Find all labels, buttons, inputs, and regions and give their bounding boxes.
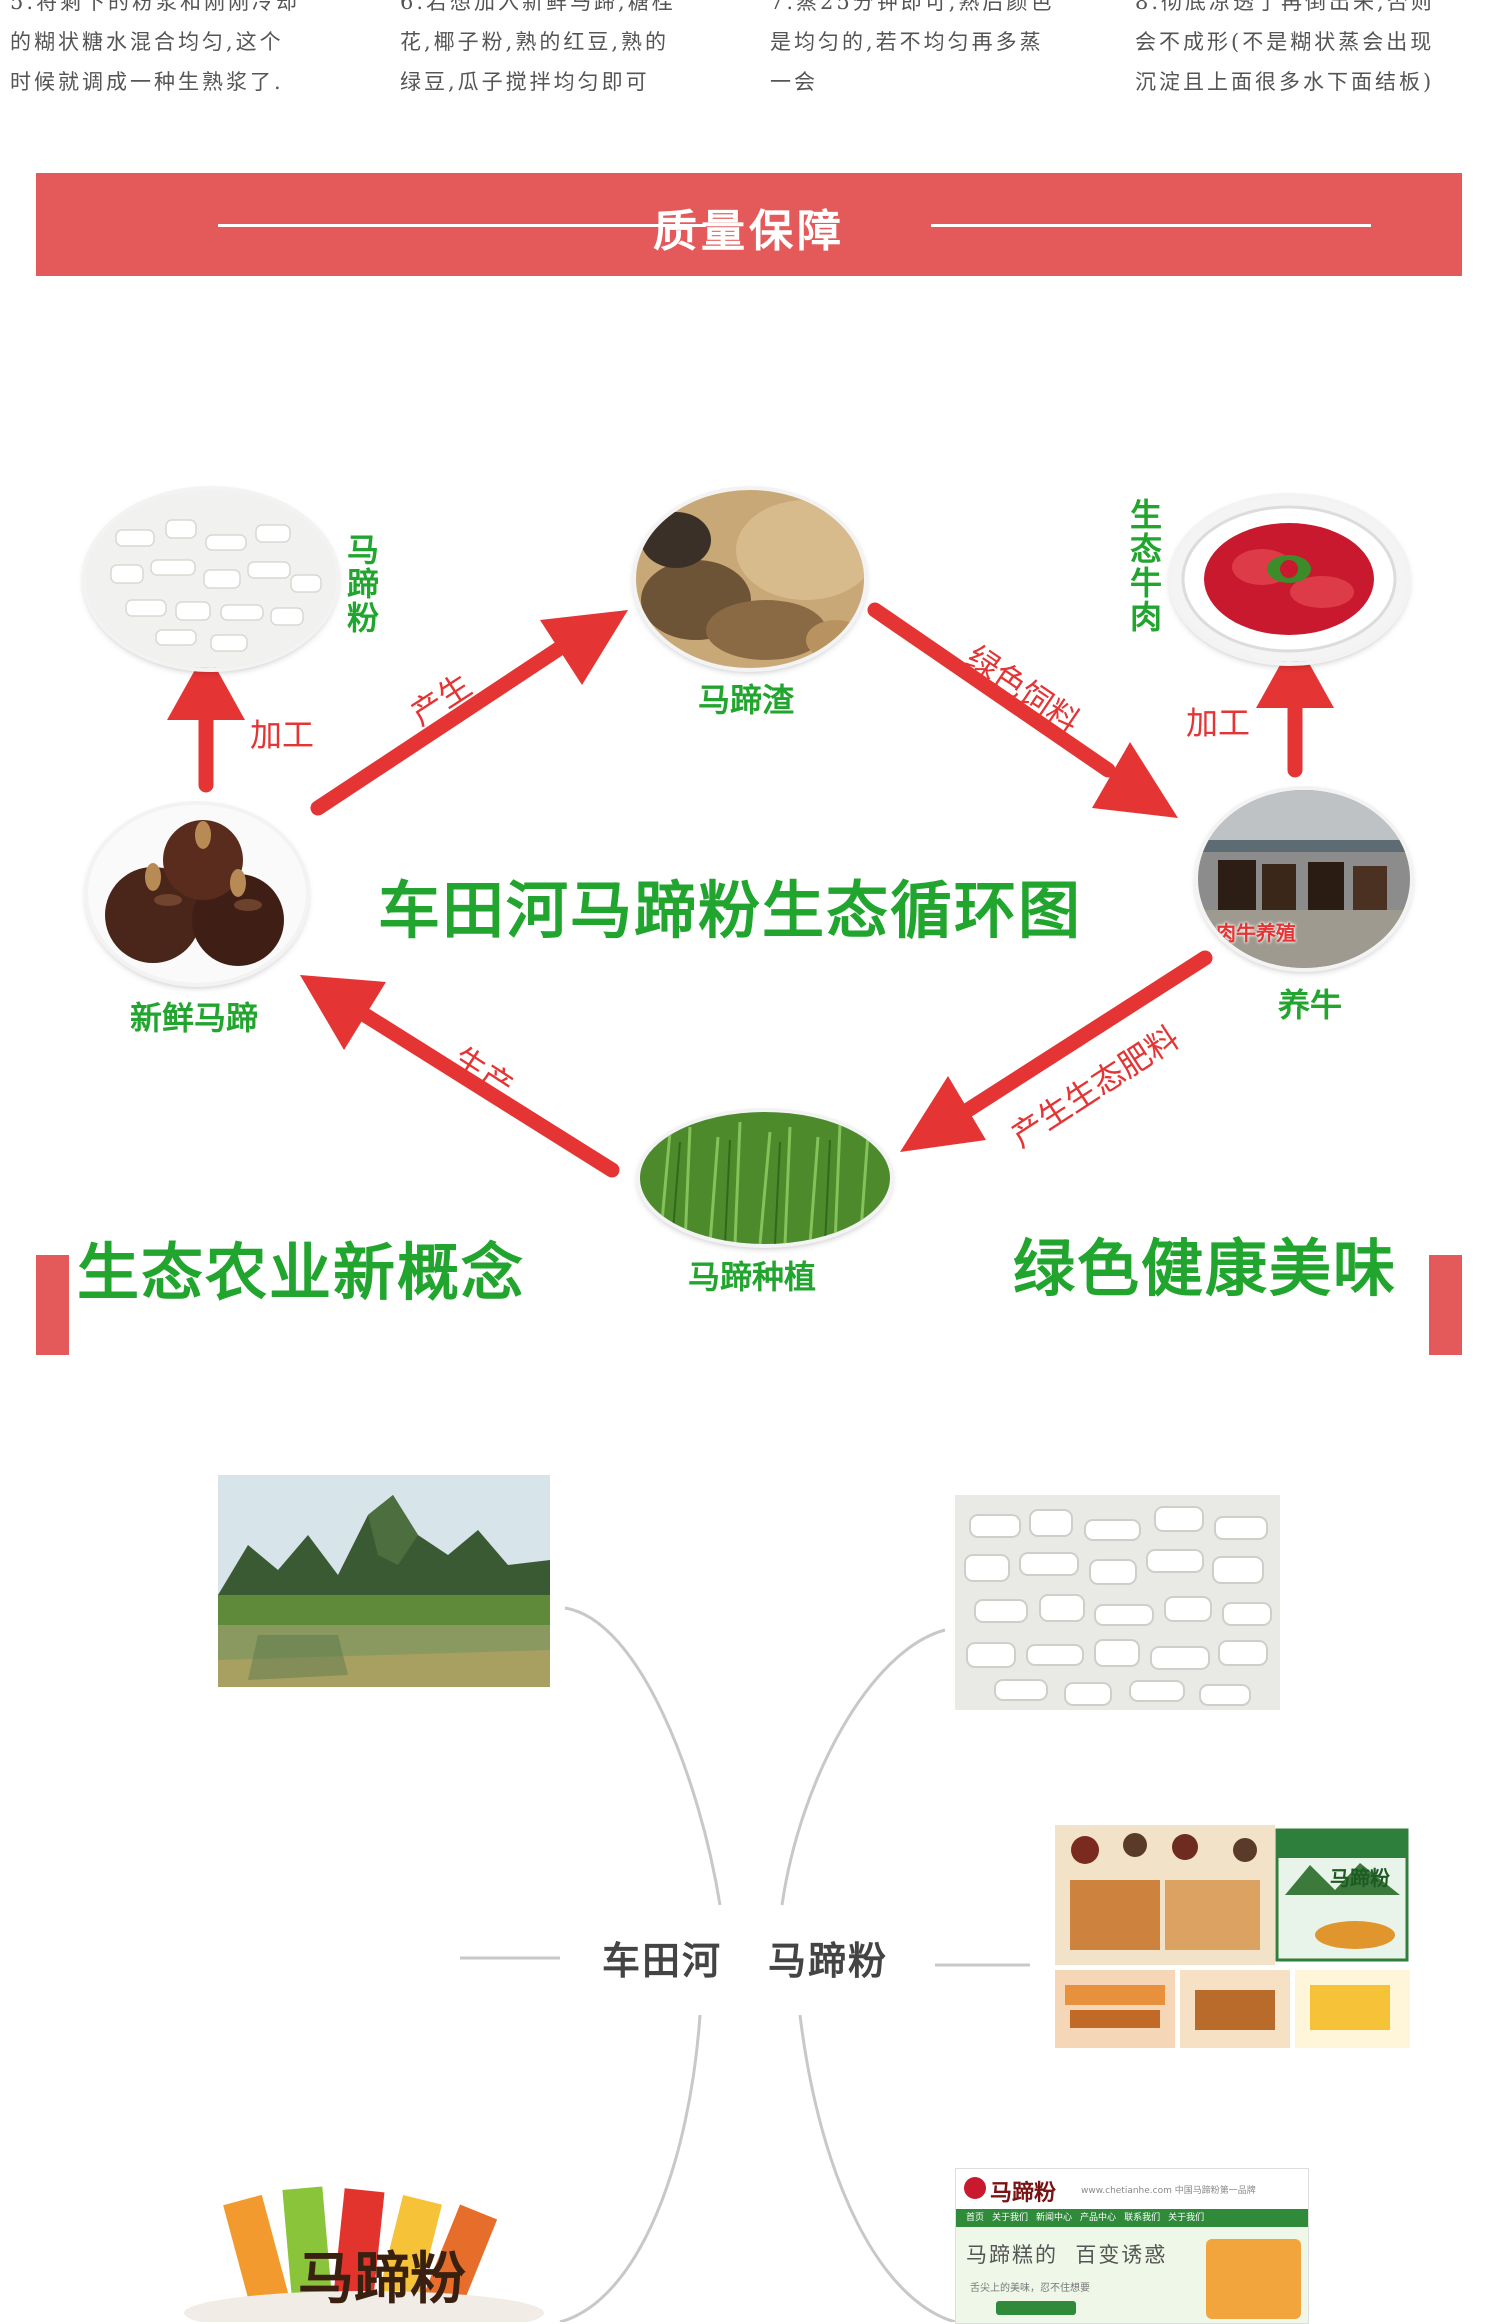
web-tagline: 舌尖上的美味，忍不住想要 <box>970 2283 1090 2294</box>
quality-banner: 质量保障 <box>36 173 1462 276</box>
arrow-label-cattle-to-beef: 加工 <box>1186 704 1251 742</box>
web-url-text: www.chetianhe.com 中国马蹄粉第一品牌 <box>1081 2186 1256 2196</box>
fresh-water-chestnut-photo <box>88 805 306 983</box>
product-collage-photo: 马蹄粉 <box>1055 1825 1410 2050</box>
web-nav-item[interactable]: 新闻中心 <box>1036 2213 1073 2223</box>
powder-photo <box>86 490 336 668</box>
web-cta-button[interactable] <box>996 2301 1076 2315</box>
mindmap-center-left: 车田河 <box>602 1939 723 1983</box>
web-nav-item[interactable]: 关于我们 <box>992 2213 1029 2223</box>
label-fresh: 新鲜马蹄 <box>130 999 259 1037</box>
landscape-photo <box>218 1475 550 1687</box>
step-8-text: 8.彻底凉透了再倒出来,否则 会不成形(不是糊状蒸会出现 沉淀且上面很多水下面结… <box>1135 0 1435 94</box>
web-nav-item[interactable]: 首页 <box>966 2213 985 2223</box>
label-cattle: 养牛 <box>1278 986 1343 1024</box>
powder-granules-photo <box>955 1495 1280 1710</box>
step-5-text: 5.将剩下的粉浆和刚刚冷却 的糊状糖水混合均匀,这个 时候就调成一种生熟浆了. <box>10 0 301 94</box>
connector-bottom-right <box>798 2014 956 2322</box>
arrow-cattle-to-planting <box>900 950 1213 1152</box>
label-residue: 马蹄渣 <box>698 681 795 719</box>
web-logo: 马蹄粉 <box>990 2180 1057 2206</box>
planting-photo <box>640 1112 890 1244</box>
web-nav-item[interactable]: 关于我们 <box>1168 2213 1205 2223</box>
jelly-photo: 马蹄粉 <box>178 2178 550 2322</box>
web-product-image <box>1206 2239 1301 2319</box>
slogan-left: 生态农业新概念 <box>77 1236 526 1309</box>
mindmap-center-right: 马蹄粉 <box>768 1939 889 1983</box>
cycle-title: 车田河马蹄粉生态循环图 <box>378 874 1083 947</box>
cattle-photo-caption: 肉牛养殖 <box>1216 921 1296 945</box>
web-nav: 首页 关于我们 新闻中心 产品中心 联系我们 关于我们 <box>956 2209 1308 2227</box>
connector-top-left <box>564 1606 722 1906</box>
connector-bottom-left <box>559 2014 702 2322</box>
label-beef: 生态牛肉 <box>1129 496 1162 636</box>
step-6-text: 6.若想加入新鲜马蹄,糖桂 花,椰子粉,熟的红豆,熟的 绿豆,瓜子搅拌均匀即可 <box>400 0 676 94</box>
banner-title: 质量保障 <box>653 206 845 257</box>
arrow-planting-to-fresh <box>300 975 620 1178</box>
residue-photo <box>636 490 864 668</box>
cycle-arrows <box>167 602 1334 1178</box>
jelly-label: 马蹄粉 <box>298 2246 466 2312</box>
web-nav-item[interactable]: 产品中心 <box>1080 2213 1117 2223</box>
right-red-bar <box>1429 1255 1462 1355</box>
web-nav-item[interactable]: 联系我们 <box>1124 2213 1161 2223</box>
arrow-fresh-to-powder <box>167 650 245 793</box>
web-logo-icon <box>964 2177 986 2199</box>
left-red-bar <box>36 1255 69 1355</box>
cattle-photo: 肉牛养殖 <box>1198 790 1410 968</box>
website-screenshot: 马蹄粉 www.chetianhe.com 中国马蹄粉第一品牌 首页 关于我们 … <box>955 2168 1309 2324</box>
label-powder: 马蹄粉 <box>346 531 379 637</box>
label-planting: 马蹄种植 <box>688 1258 817 1296</box>
arrow-cattle-to-beef <box>1256 638 1334 778</box>
arrow-fresh-to-residue <box>310 610 628 816</box>
arrow-residue-to-cattle <box>867 602 1178 818</box>
web-heading: 马蹄糕的 百变诱惑 <box>966 2243 1168 2267</box>
mindmap-connectors <box>460 1606 1030 2322</box>
product-box-label: 马蹄粉 <box>1330 1866 1390 1890</box>
connector-top-right <box>780 1628 946 1906</box>
beef-photo <box>1172 497 1407 662</box>
arrow-label-fresh-to-powder: 加工 <box>250 716 315 754</box>
slogan-right: 绿色健康美味 <box>1013 1232 1398 1305</box>
step-7-text: 7.蒸25分钟即可,熟后颜色 是均匀的,若不均匀再多蒸 一会 <box>770 0 1055 94</box>
banner-left-line <box>218 224 706 227</box>
banner-right-line <box>931 224 1371 227</box>
